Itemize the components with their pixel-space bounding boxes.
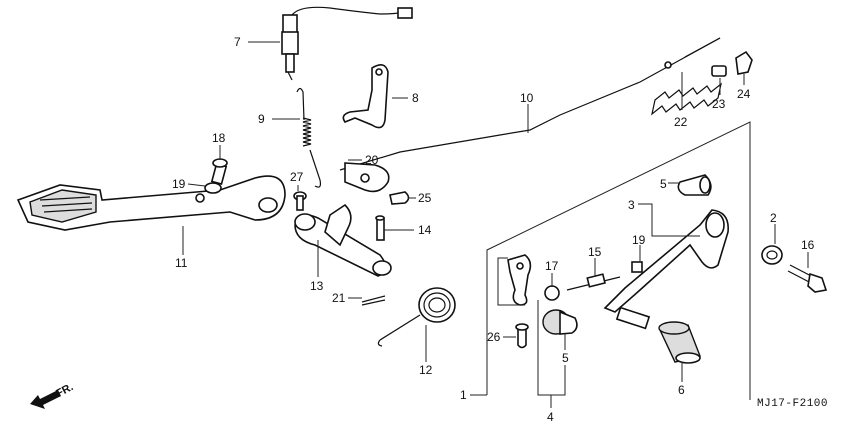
callout-23: 23 xyxy=(712,97,726,111)
return-spring xyxy=(296,87,322,188)
brake-switch xyxy=(281,6,413,81)
callout-11: 11 xyxy=(175,256,188,270)
rod-joint xyxy=(344,162,410,205)
callout-9: 9 xyxy=(258,112,265,126)
callout-13: 13 xyxy=(310,279,324,293)
callout-7: 7 xyxy=(234,35,241,49)
callout-5-upper: 5 xyxy=(660,177,667,191)
callout-27: 27 xyxy=(290,170,304,184)
callout-2: 2 xyxy=(770,211,777,225)
brake-pedal xyxy=(16,175,286,231)
callout-19-left: 19 xyxy=(172,177,186,191)
callout-15: 15 xyxy=(588,245,602,259)
callout-22: 22 xyxy=(674,115,688,129)
callout-labels: 1 2 3 4 5 5 6 7 8 9 10 11 12 13 14 15 16… xyxy=(54,35,828,424)
callout-6: 6 xyxy=(678,383,685,397)
pivot-shaft xyxy=(294,203,392,277)
diagram-code: MJ17-F2100 xyxy=(757,398,828,410)
front-direction-label: FR. xyxy=(54,381,75,400)
callout-8: 8 xyxy=(412,91,419,105)
leader-lines xyxy=(182,41,809,408)
pivot-bolt-upper xyxy=(677,174,712,196)
switch-bracket xyxy=(342,64,389,129)
callout-10: 10 xyxy=(520,91,534,105)
callout-5-lower: 5 xyxy=(562,351,569,365)
callout-21: 21 xyxy=(332,291,346,305)
shift-pedal xyxy=(603,209,729,330)
callout-12: 12 xyxy=(419,363,433,377)
callout-17: 17 xyxy=(545,259,559,273)
callout-16: 16 xyxy=(801,238,815,252)
shift-linkage xyxy=(507,254,643,349)
callout-26: 26 xyxy=(487,330,501,344)
shift-peg xyxy=(658,321,701,364)
callout-20: 20 xyxy=(365,153,379,167)
brake-rod xyxy=(339,37,721,171)
callout-25: 25 xyxy=(418,191,432,205)
collar-and-bolt xyxy=(761,245,828,293)
callout-19-right: 19 xyxy=(632,233,646,247)
assembly-outline xyxy=(470,121,751,400)
callout-1: 1 xyxy=(460,388,467,402)
adjuster-parts xyxy=(651,50,753,116)
torsion-spring xyxy=(377,287,456,347)
callout-24: 24 xyxy=(737,87,751,101)
pins xyxy=(361,215,386,306)
bolt-27 xyxy=(293,191,307,211)
pivot-boot-lower xyxy=(542,309,578,335)
callout-14: 14 xyxy=(418,223,432,237)
front-direction-arrow xyxy=(30,390,61,409)
callout-4: 4 xyxy=(547,410,554,424)
pedal-stop-bolt xyxy=(204,158,228,194)
callout-18: 18 xyxy=(212,131,226,145)
callout-3: 3 xyxy=(628,198,635,212)
